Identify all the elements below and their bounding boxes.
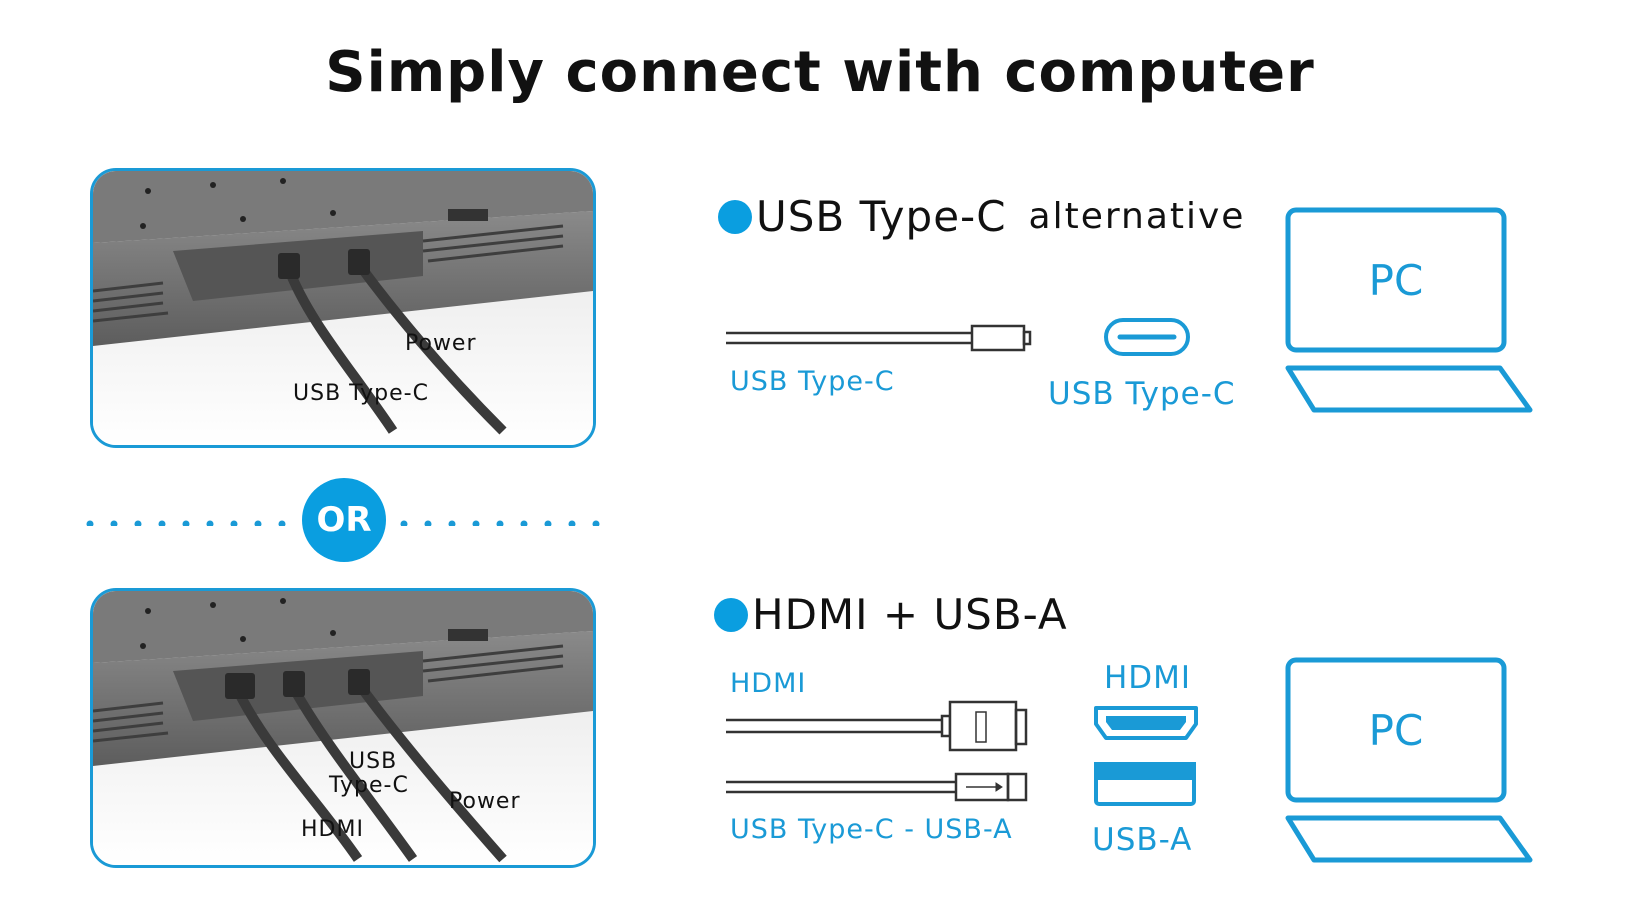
pc-label: PC <box>1368 256 1424 305</box>
divider-dots-left <box>86 520 286 526</box>
device-illustration <box>93 591 593 865</box>
or-badge: OR <box>302 478 386 562</box>
power-cable-label: Power <box>449 789 521 814</box>
option1-suffix: alternative <box>1028 196 1246 237</box>
hdmi-cable-label: HDMI <box>730 668 807 699</box>
power-cable-label: Power <box>405 331 477 356</box>
bullet-icon <box>718 199 752 234</box>
page-title: Simply connect with computer <box>325 40 1315 105</box>
usba-cable-label: USB Type-C - USB-A <box>730 814 1013 845</box>
divider-dots-right <box>400 520 600 526</box>
usbc-cable-label: USB Type-C <box>293 381 429 406</box>
usbc-cable-label: USB Type-C <box>730 366 895 397</box>
device-photo-usbc: Power USB Type-C <box>90 168 596 448</box>
usba-cable-icon <box>726 772 1028 802</box>
option2-heading: HDMI + USB-A <box>714 590 1068 639</box>
option2-title: HDMI + USB-A <box>752 590 1068 639</box>
usbc-cable-icon <box>726 324 1032 352</box>
laptop-icon <box>1285 657 1533 863</box>
device-photo-hdmi: USB Type-C Power HDMI <box>90 588 596 868</box>
hdmi-port-icon <box>1094 706 1198 740</box>
hdmi-port-label: HDMI <box>1104 660 1192 696</box>
usb-cable-label: USB <box>349 749 398 774</box>
usbc-port-icon <box>1104 318 1190 356</box>
device-illustration <box>93 171 593 445</box>
option1-title: USB Type-C <box>756 192 1007 241</box>
bullet-icon <box>714 597 748 632</box>
typec-cable-label: Type-C <box>329 773 409 798</box>
hdmi-cable-label: HDMI <box>301 817 364 842</box>
laptop-icon <box>1285 207 1533 413</box>
usba-port-icon <box>1094 762 1196 806</box>
usba-port-label: USB-A <box>1092 822 1193 858</box>
option1-heading: USB Type-C alternative <box>718 192 1245 241</box>
hdmi-cable-icon <box>726 700 1028 752</box>
usbc-port-label: USB Type-C <box>1048 376 1236 412</box>
pc-label: PC <box>1368 706 1424 755</box>
